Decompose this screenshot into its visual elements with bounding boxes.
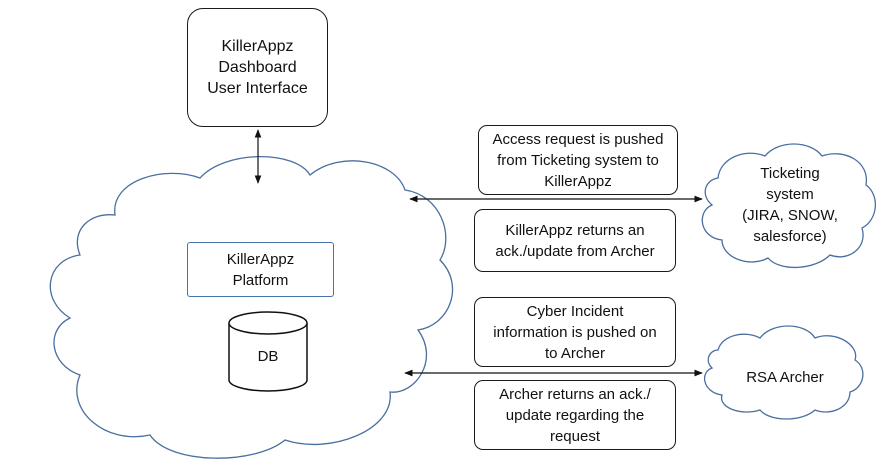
ticketing-label: Ticketing system (JIRA, SNOW, salesforce…: [720, 162, 860, 248]
access-request-line-1: Access request is pushed: [492, 130, 664, 148]
db-label: DB: [229, 344, 307, 368]
cyber-incident-line-3: to Archer: [544, 344, 606, 362]
killerappz-returns-line-1: KillerAppz returns an: [505, 221, 645, 239]
archer-returns-note: Archer returns an ack./ update regarding…: [474, 380, 676, 450]
archer-returns-line-2: update regarding the: [505, 406, 645, 424]
cyber-incident-note: Cyber Incident information is pushed on …: [474, 297, 676, 367]
platform-line-2: Platform: [232, 271, 289, 289]
archer-label-text: RSA Archer: [746, 368, 824, 386]
platform-cloud-shape: [49, 155, 454, 459]
ticketing-line-4: salesforce): [753, 228, 827, 245]
db-label-text: DB: [257, 347, 279, 365]
ticketing-line-1: Ticketing: [760, 165, 820, 182]
dashboard-line-2: Dashboard: [218, 59, 297, 76]
archer-returns-line-1: Archer returns an ack./: [499, 385, 651, 403]
platform-box: KillerAppz Platform: [187, 242, 334, 297]
platform-line-1: KillerAppz: [226, 250, 295, 268]
cyber-incident-line-2: information is pushed on: [493, 323, 657, 341]
archer-cloud-shape: [703, 325, 864, 420]
dashboard-box: KillerAppz Dashboard User Interface: [187, 8, 328, 127]
archer-returns-line-3: request: [549, 427, 601, 445]
access-request-line-3: KillerAppz: [544, 172, 612, 190]
access-request-note: Access request is pushed from Ticketing …: [478, 125, 678, 195]
dashboard-line-3: User Interface: [207, 80, 308, 97]
killerappz-returns-line-2: ack./update from Archer: [495, 242, 655, 260]
ticketing-line-2: system: [766, 186, 814, 203]
ticketing-line-3: (JIRA, SNOW,: [742, 207, 838, 224]
killerappz-returns-note: KillerAppz returns an ack./update from A…: [474, 209, 676, 272]
access-request-line-2: from Ticketing system to: [497, 151, 659, 169]
archer-label: RSA Archer: [720, 365, 850, 389]
cyber-incident-line-1: Cyber Incident: [526, 302, 624, 320]
dashboard-line-1: KillerAppz: [221, 38, 294, 55]
ticketing-cloud-shape: [701, 143, 876, 269]
db-cylinder-shape: [228, 311, 308, 392]
